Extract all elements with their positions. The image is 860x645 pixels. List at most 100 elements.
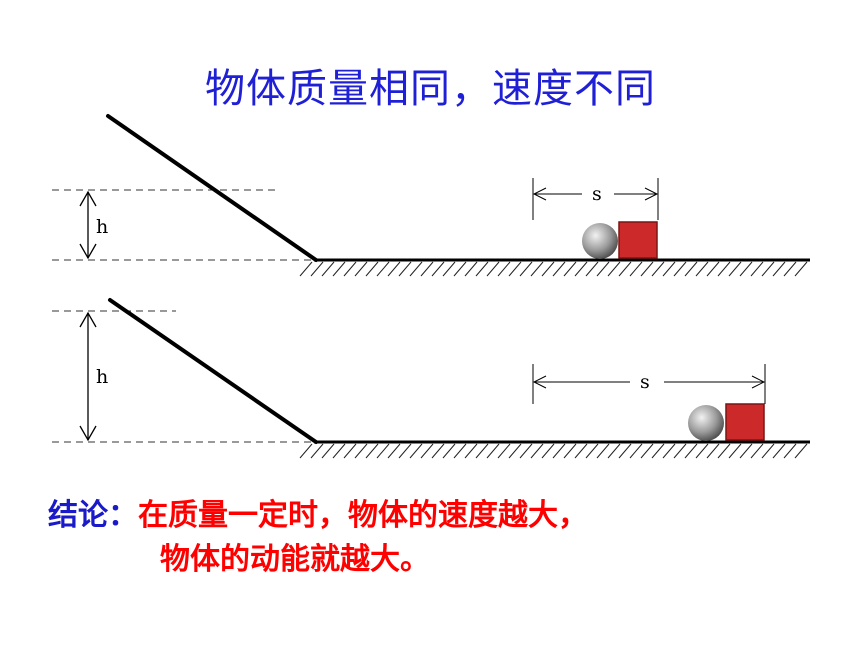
floor-hatch-mark xyxy=(321,261,335,277)
floor-hatch-mark xyxy=(365,261,379,277)
floor-hatch-mark xyxy=(475,443,489,459)
top-s-arrowhead-left xyxy=(532,187,547,201)
floor-hatch-mark xyxy=(310,443,324,459)
conclusion-text-2: 物体的动能就越大。 xyxy=(160,542,430,577)
floor-hatch-mark xyxy=(618,261,632,277)
floor-hatch-mark xyxy=(420,443,434,459)
floor-hatch-mark xyxy=(486,261,500,277)
conclusion-line-2: 物体的动能就越大。 xyxy=(48,538,588,582)
bottom-s-label: s xyxy=(640,371,650,393)
floor-hatch-mark xyxy=(640,443,654,459)
floor-hatch-mark xyxy=(464,443,478,459)
floor-hatch-mark xyxy=(794,443,808,459)
bottom-floor-hatching xyxy=(299,443,808,459)
floor-hatch-mark xyxy=(772,261,786,277)
floor-hatch-mark xyxy=(530,261,544,277)
floor-hatch-mark xyxy=(343,443,357,459)
floor-hatch-mark xyxy=(695,261,709,277)
floor-hatch-mark xyxy=(453,443,467,459)
floor-hatch-mark xyxy=(761,261,775,277)
floor-hatch-mark xyxy=(563,443,577,459)
floor-hatch-mark xyxy=(332,261,346,277)
top-setup: h s xyxy=(52,114,810,277)
floor-hatch-mark xyxy=(420,261,434,277)
floor-hatch-mark xyxy=(728,261,742,277)
floor-hatch-mark xyxy=(497,443,511,459)
bottom-h-label: h xyxy=(96,366,108,388)
floor-hatch-mark xyxy=(332,443,346,459)
floor-hatch-mark xyxy=(453,261,467,277)
floor-hatch-mark xyxy=(574,261,588,277)
floor-hatch-mark xyxy=(673,443,687,459)
floor-hatch-mark xyxy=(409,261,423,277)
floor-hatch-mark xyxy=(442,261,456,277)
floor-hatch-mark xyxy=(640,261,654,277)
floor-hatch-mark xyxy=(750,443,764,459)
floor-hatch-mark xyxy=(398,443,412,459)
conclusion-text-1: 在质量一定时，物体的速度越大， xyxy=(138,498,588,533)
floor-hatch-mark xyxy=(552,261,566,277)
floor-hatch-mark xyxy=(365,443,379,459)
floor-hatch-mark xyxy=(387,261,401,277)
floor-hatch-mark xyxy=(695,443,709,459)
bottom-setup: h s xyxy=(52,298,810,459)
floor-hatch-mark xyxy=(717,443,731,459)
floor-hatch-mark xyxy=(574,443,588,459)
floor-hatch-mark xyxy=(739,261,753,277)
floor-hatch-mark xyxy=(431,443,445,459)
floor-hatch-mark xyxy=(684,261,698,277)
floor-hatch-mark xyxy=(585,443,599,459)
top-block xyxy=(618,221,658,259)
floor-hatch-mark xyxy=(376,443,390,459)
floor-hatch-mark xyxy=(321,443,335,459)
top-h-label: h xyxy=(96,216,108,238)
floor-hatch-mark xyxy=(409,443,423,459)
page-title: 物体质量相同，速度不同 xyxy=(205,66,656,112)
bottom-ball xyxy=(688,405,724,441)
floor-hatch-mark xyxy=(552,443,566,459)
floor-hatch-mark xyxy=(486,443,500,459)
floor-hatch-mark xyxy=(343,261,357,277)
top-ball xyxy=(582,223,618,259)
floor-hatch-mark xyxy=(530,443,544,459)
floor-hatch-mark xyxy=(508,261,522,277)
conclusion: 结论：在质量一定时，物体的速度越大， 物体的动能就越大。 xyxy=(48,494,588,582)
floor-hatch-mark xyxy=(673,261,687,277)
floor-hatch-mark xyxy=(706,261,720,277)
bottom-ramp xyxy=(108,298,318,444)
floor-hatch-mark xyxy=(629,261,643,277)
top-ramp xyxy=(106,114,318,262)
floor-hatch-mark xyxy=(651,443,665,459)
floor-hatch-mark xyxy=(728,443,742,459)
floor-hatch-mark xyxy=(299,261,313,277)
floor-hatch-mark xyxy=(376,261,390,277)
floor-hatch-mark xyxy=(508,443,522,459)
floor-hatch-mark xyxy=(684,443,698,459)
floor-hatch-mark xyxy=(607,261,621,277)
floor-hatch-mark xyxy=(739,443,753,459)
floor-hatch-mark xyxy=(442,443,456,459)
floor-hatch-mark xyxy=(706,443,720,459)
floor-hatch-mark xyxy=(794,261,808,277)
bottom-h-arrowhead-down xyxy=(79,425,97,442)
floor-hatch-mark xyxy=(761,443,775,459)
floor-hatch-mark xyxy=(475,261,489,277)
floor-hatch-mark xyxy=(387,443,401,459)
floor-hatch-mark xyxy=(629,443,643,459)
floor-hatch-mark xyxy=(519,261,533,277)
floor-hatch-mark xyxy=(563,261,577,277)
floor-hatch-mark xyxy=(497,261,511,277)
floor-hatch-mark xyxy=(662,443,676,459)
top-s-arrowhead-right xyxy=(644,187,659,201)
floor-hatch-mark xyxy=(596,261,610,277)
floor-hatch-mark xyxy=(783,261,797,277)
floor-hatch-mark xyxy=(750,261,764,277)
floor-hatch-mark xyxy=(464,261,478,277)
floor-hatch-mark xyxy=(662,261,676,277)
floor-hatch-mark xyxy=(541,443,555,459)
bottom-block xyxy=(725,403,765,441)
top-floor-hatching xyxy=(299,261,808,277)
floor-hatch-mark xyxy=(431,261,445,277)
